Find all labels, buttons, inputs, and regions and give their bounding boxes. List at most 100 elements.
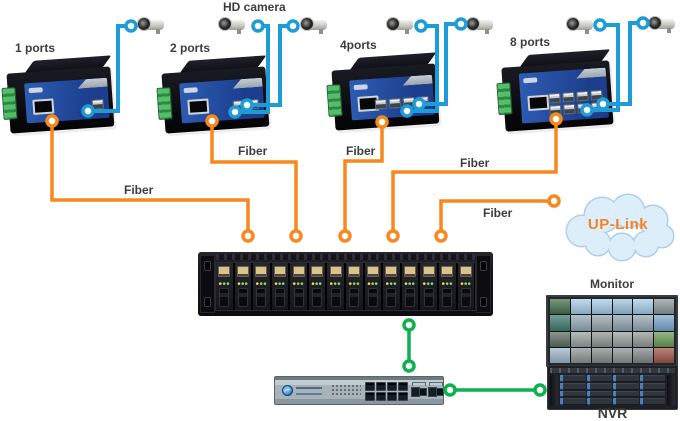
media-converter-slots bbox=[215, 262, 476, 311]
mcell-15 bbox=[591, 331, 612, 347]
hd-camera-2 bbox=[218, 17, 245, 34]
bay-2 bbox=[586, 375, 612, 382]
bay-8 bbox=[639, 382, 665, 390]
switch-label: 1 ports bbox=[15, 41, 56, 55]
hd-camera-7 bbox=[648, 16, 675, 33]
switch-device bbox=[1, 54, 115, 134]
cloud-icon bbox=[565, 193, 675, 262]
led-indicators bbox=[331, 384, 361, 397]
camera-lens-icon bbox=[300, 17, 314, 31]
bay-7 bbox=[613, 382, 639, 390]
sfp-port bbox=[436, 388, 444, 396]
mcell-14 bbox=[570, 331, 591, 347]
switch-front-panel bbox=[326, 63, 440, 131]
switch-device bbox=[496, 48, 614, 132]
rj45-4 bbox=[590, 89, 603, 101]
cport-5 bbox=[365, 392, 375, 401]
slot-8 bbox=[346, 263, 364, 310]
camera-lens-icon bbox=[386, 17, 400, 31]
mcell-16 bbox=[612, 331, 633, 347]
bay-12 bbox=[639, 390, 665, 398]
uplink-label: UP-Link bbox=[587, 216, 649, 233]
rj45-2 bbox=[388, 97, 402, 109]
rj45-1 bbox=[232, 99, 246, 111]
rj45-1 bbox=[374, 98, 388, 110]
switch-faceplate bbox=[24, 77, 110, 124]
mcell-7 bbox=[550, 315, 570, 331]
bay-3 bbox=[613, 375, 639, 382]
rj45-ports bbox=[91, 98, 105, 110]
camera-lens-icon bbox=[566, 17, 580, 31]
hd-camera-5 bbox=[466, 17, 493, 34]
mcell-1 bbox=[550, 299, 570, 315]
rj45-4 bbox=[416, 95, 430, 107]
mcell-17 bbox=[633, 331, 654, 347]
mcell-18 bbox=[654, 331, 674, 347]
nvr-handle bbox=[667, 375, 675, 406]
fiber-port bbox=[527, 94, 550, 112]
rj45-2 bbox=[562, 91, 575, 103]
slot-7 bbox=[327, 263, 346, 310]
fiber-link-4 bbox=[391, 119, 558, 236]
slot-12 bbox=[420, 263, 438, 310]
slot-10 bbox=[383, 263, 401, 310]
switch-front-panel bbox=[496, 60, 614, 132]
switch-label: 2 ports bbox=[170, 41, 211, 55]
bay-14 bbox=[586, 398, 612, 405]
mcell-8 bbox=[570, 315, 591, 331]
cport-3 bbox=[387, 382, 397, 391]
industrial-switch-1port: 1 ports bbox=[1, 41, 115, 134]
camera-body bbox=[472, 19, 493, 34]
bay-5 bbox=[560, 382, 586, 390]
slot-14 bbox=[457, 263, 476, 310]
mcell-11 bbox=[633, 315, 654, 331]
mcell-20 bbox=[570, 347, 591, 363]
fiber-label-1: Fiber bbox=[124, 183, 154, 197]
switch-faceplate bbox=[179, 77, 265, 124]
bay-6 bbox=[586, 382, 612, 390]
camera-lens-icon bbox=[648, 16, 662, 30]
brand-logo bbox=[28, 87, 43, 94]
rack-vent bbox=[216, 254, 475, 260]
power-terminal-block bbox=[156, 87, 173, 121]
power-terminal-block bbox=[326, 84, 343, 118]
brand-logo bbox=[183, 87, 198, 94]
rj45-3 bbox=[402, 96, 416, 108]
rack-mount-ear bbox=[200, 255, 215, 313]
ethernet-switch bbox=[274, 376, 444, 405]
rack-mount-ear bbox=[476, 255, 491, 313]
nvr-drive-bays bbox=[560, 375, 665, 405]
cport-7 bbox=[387, 392, 397, 401]
slot-2 bbox=[234, 263, 253, 310]
rj45-ports bbox=[548, 89, 604, 116]
industrial-switch-8port: 8 ports bbox=[496, 35, 614, 132]
mcell-4 bbox=[612, 299, 633, 315]
hd-camera-6 bbox=[566, 17, 593, 34]
mcell-24 bbox=[654, 347, 674, 363]
bay-1 bbox=[560, 375, 586, 382]
nvr-server bbox=[547, 365, 678, 410]
mcell-5 bbox=[633, 299, 654, 315]
nvr-handle bbox=[550, 375, 558, 406]
bay-9 bbox=[560, 390, 586, 398]
mcell-21 bbox=[591, 347, 612, 363]
brand-logo bbox=[353, 84, 368, 91]
rj45-3 bbox=[576, 90, 589, 102]
mcell-22 bbox=[612, 347, 633, 363]
fiber-port bbox=[187, 98, 210, 115]
rj45-6 bbox=[563, 103, 576, 115]
fiber-label-uplink: Fiber bbox=[483, 206, 513, 220]
uplink-combo-port-1 bbox=[411, 382, 427, 400]
rj45-8 bbox=[590, 101, 604, 113]
mcell-13 bbox=[550, 331, 570, 347]
camera-body bbox=[306, 19, 327, 34]
fiber-label-4: Fiber bbox=[460, 156, 490, 170]
bay-11 bbox=[613, 390, 639, 398]
slot-1 bbox=[216, 263, 234, 310]
mcell-9 bbox=[591, 315, 612, 331]
rj45-5 bbox=[549, 104, 562, 116]
cport-1 bbox=[365, 382, 375, 391]
fiber-media-converter-rack bbox=[198, 252, 493, 316]
mcell-2 bbox=[570, 299, 591, 315]
